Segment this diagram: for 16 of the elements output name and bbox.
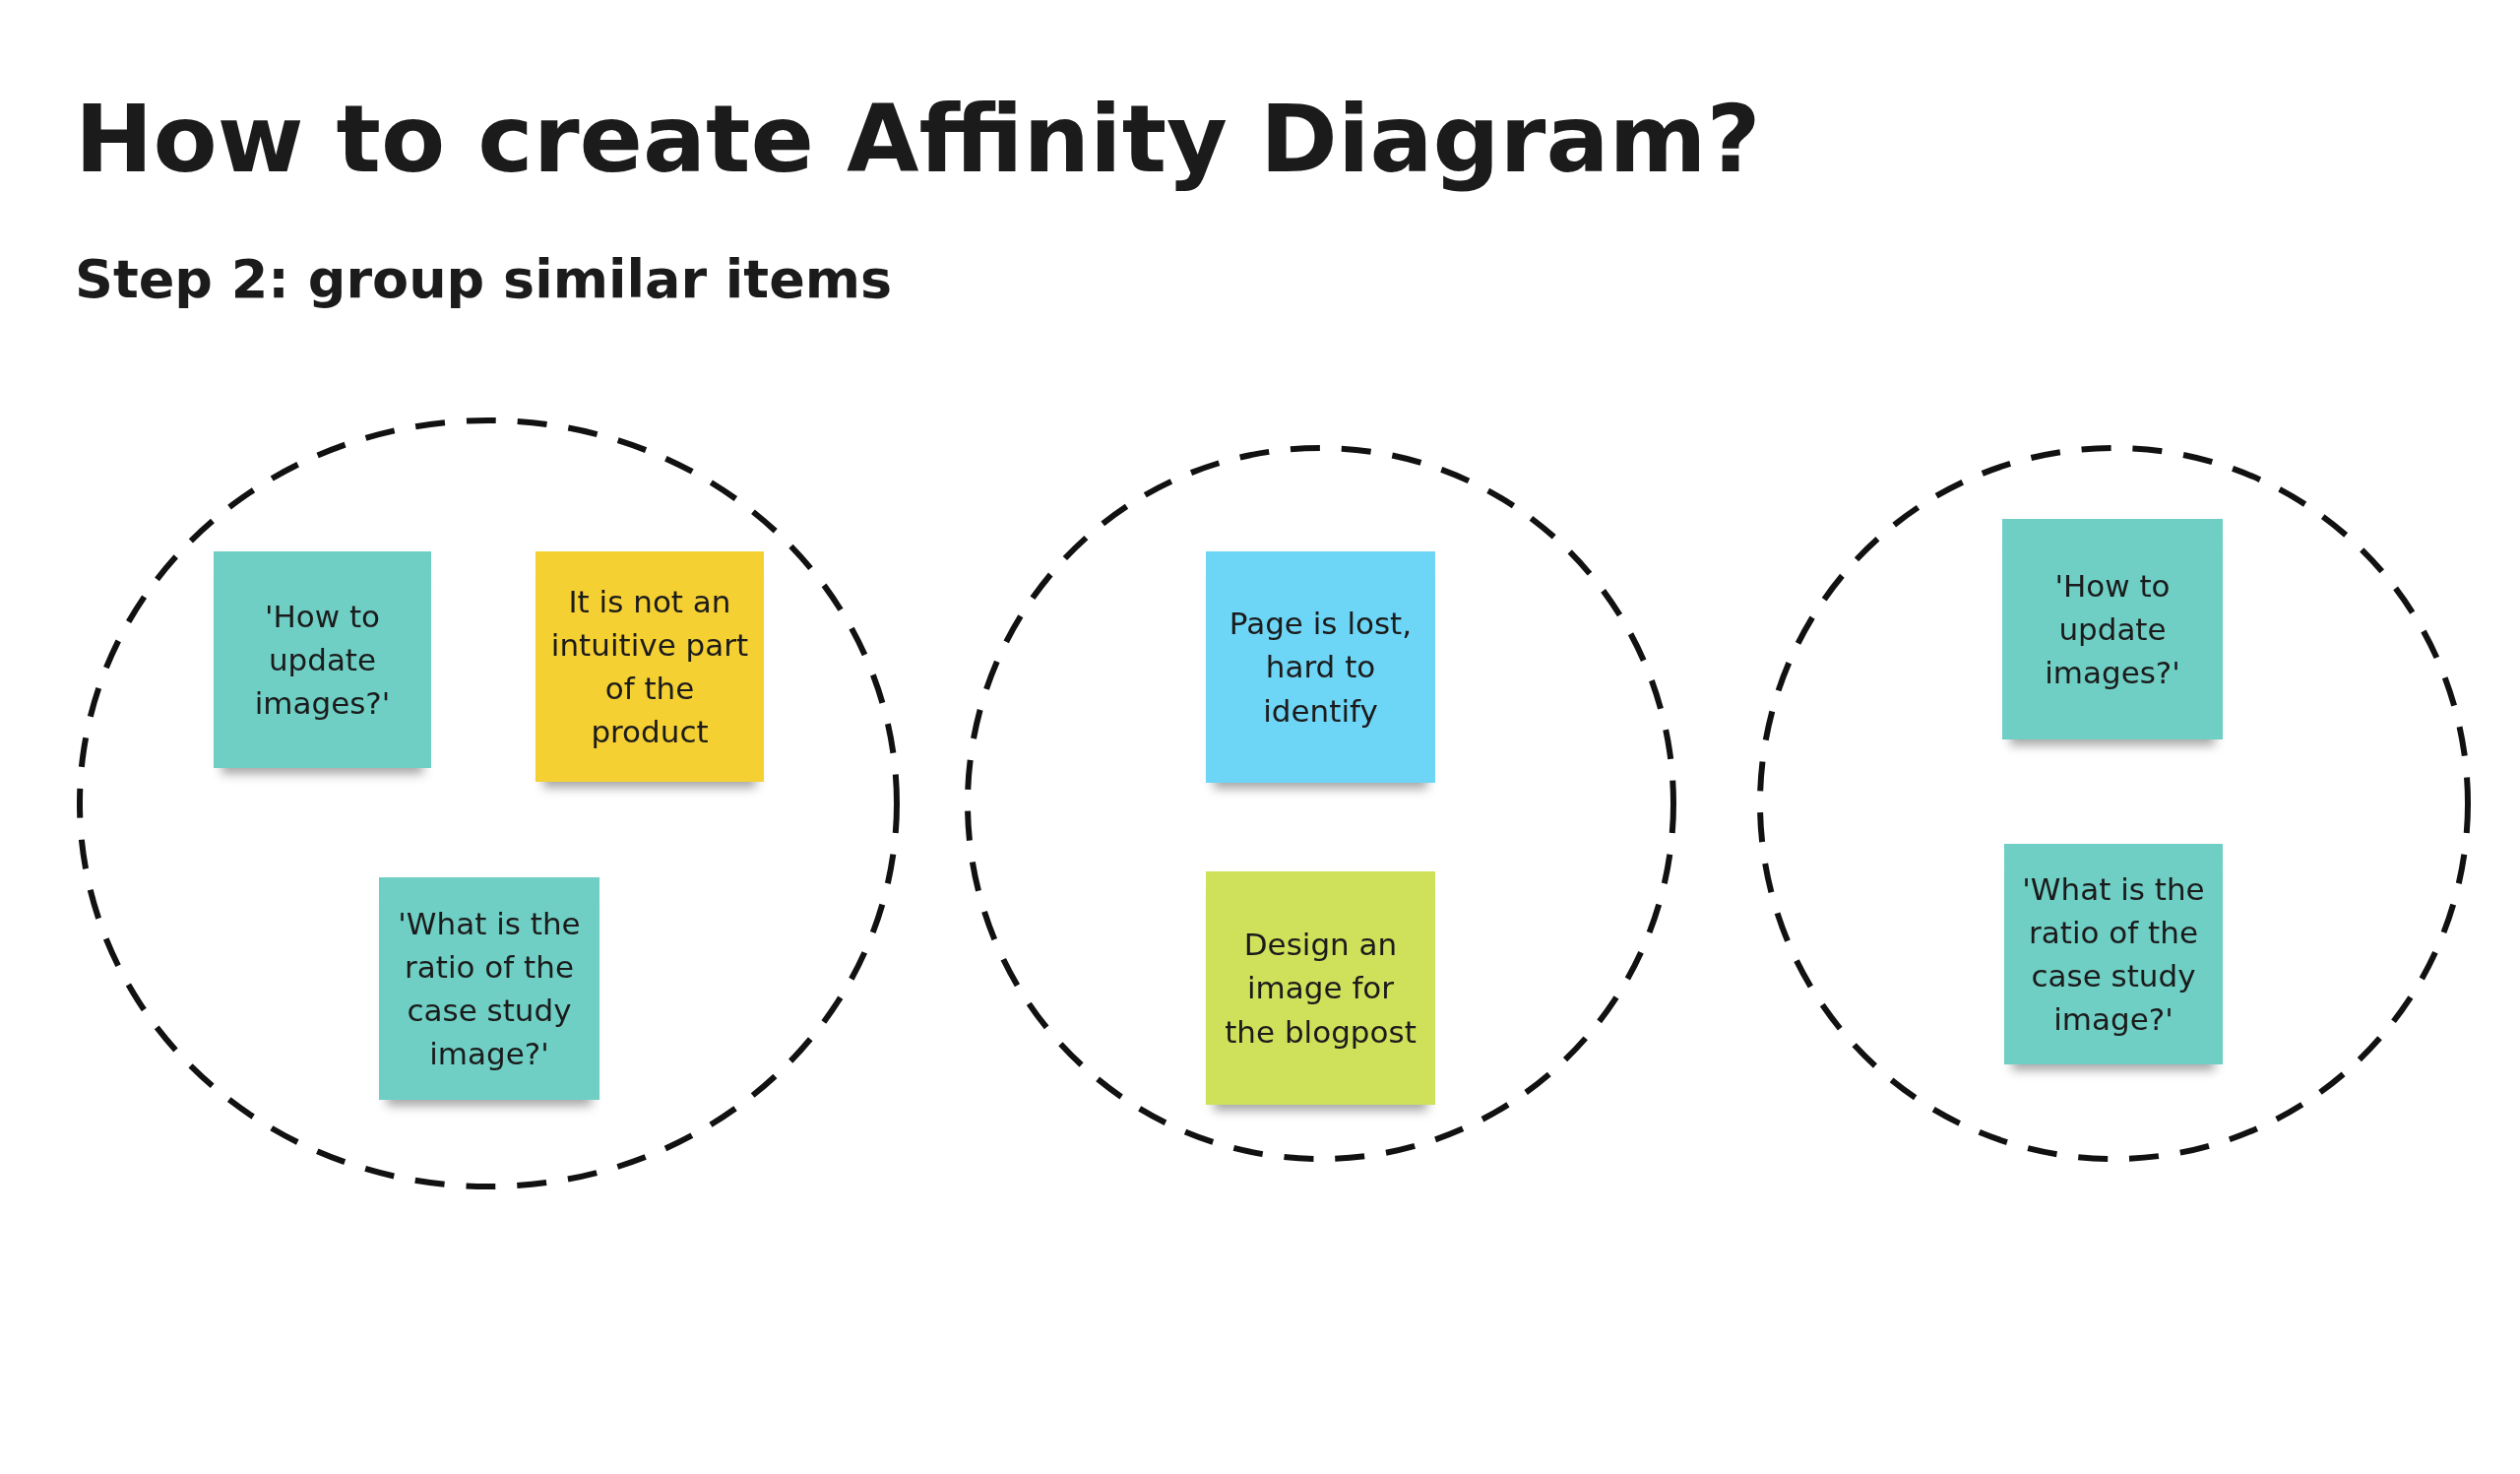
subtitle: Step 2: group similar items	[75, 248, 893, 310]
title: How to create Affinity Diagram?	[75, 85, 1761, 193]
note-text: 'How to update images?'	[2044, 566, 2181, 692]
sticky-note	[2004, 844, 2223, 1064]
note-text: Design an image for the blogpost	[1224, 926, 1418, 1052]
note-text: 'What is the ratio of the case study image?'	[397, 904, 582, 1073]
note-text: It is not an intuitive part of the product	[549, 582, 750, 751]
sticky-note	[1206, 871, 1435, 1105]
sticky-note	[379, 877, 599, 1100]
sticky-note	[2002, 519, 2223, 739]
note-text: Page is lost, hard to identify	[1228, 605, 1414, 731]
sticky-note	[214, 551, 431, 768]
sticky-note	[536, 551, 764, 782]
note-text: 'What is the ratio of the case study image?'	[2021, 869, 2206, 1039]
note-text: 'How to update images?'	[253, 597, 392, 723]
sticky-note	[1206, 551, 1435, 783]
